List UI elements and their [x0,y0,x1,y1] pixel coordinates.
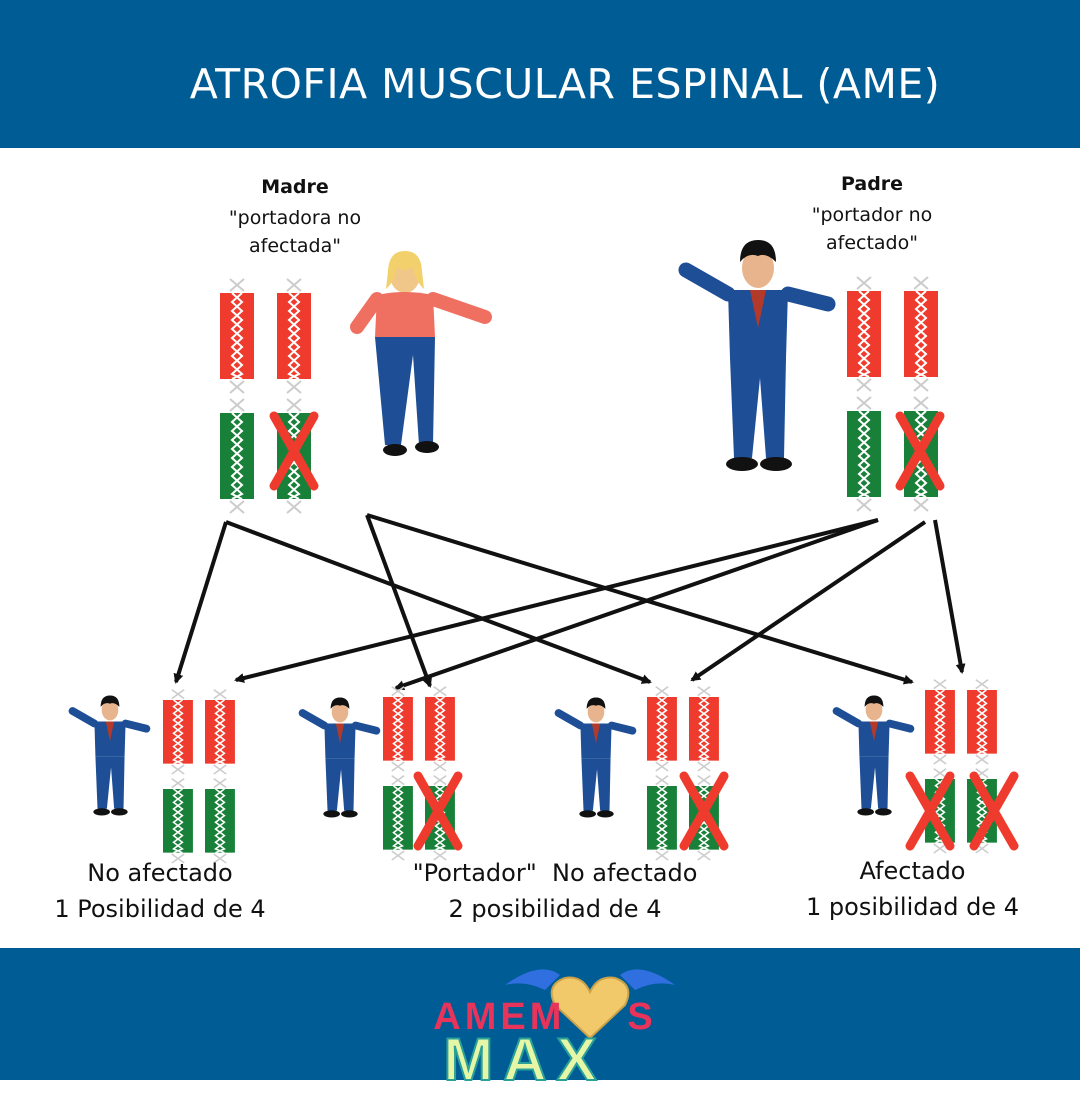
father-description: "portador no afectado" [811,204,933,254]
outcome-unaffected: No afectado 1 Posibilidad de 4 [40,855,280,927]
inheritance-arrow [366,513,914,685]
inheritance-arrow [933,519,966,674]
logo-name: MAX [442,1025,607,1094]
inheritance-arrow [394,518,879,691]
child-chromosome [162,688,194,775]
inheritance-arrow [173,521,228,684]
child-chromosome [424,685,456,772]
father-name: Padre [840,173,904,195]
child-chromosome [966,678,998,765]
outcome-affected: Afectado 1 posibilidad de 4 [790,853,1035,925]
outcome-status: Afectado [859,857,966,885]
outcome-chance: 1 Posibilidad de 4 [54,895,266,923]
mother-figure [357,251,485,456]
mother-chromosome [276,278,312,394]
child-figure [559,697,633,817]
child-chromosome [162,777,194,864]
child-figure [303,697,377,817]
father-figure [686,240,828,471]
child-chromosome [382,685,414,772]
child-chromosome [646,774,678,861]
father-chromosome [903,276,939,392]
header-band [0,0,1080,148]
mother-name: Madre [261,176,329,198]
child-figure [837,695,911,815]
inheritance-arrow [234,518,879,683]
inheritance-arrow [225,520,652,684]
inheritance-arrow [690,520,927,682]
outcome-chance: 1 posibilidad de 4 [806,893,1019,921]
child-chromosome [688,685,720,772]
child-chromosome [646,685,678,772]
mother-chromosome [219,398,255,514]
page-title: ATROFIA MUSCULAR ESPINAL (AME) [189,60,941,108]
inheritance-arrow [365,514,432,688]
father-label: Padre "portador no afectado" [782,173,962,257]
child-chromosome [924,678,956,765]
outcome-chance: 2 posibilidad de 4 [448,895,662,923]
outcome-status: No afectado [87,859,233,887]
child-chromosome [204,688,236,775]
child-chromosome [204,777,236,864]
mother-description: "portadora no afectada" [228,207,362,257]
outcome-status: "Portador" No afectado [412,859,698,887]
outcome-carrier: "Portador" No afectado 2 posibilidad de … [390,855,720,927]
child-figure [73,695,147,815]
father-chromosome [846,276,882,392]
mother-label: Madre "portadora no afectada" [200,176,390,260]
mother-chromosome [219,278,255,394]
child-chromosome [382,774,414,861]
father-chromosome [846,396,882,512]
